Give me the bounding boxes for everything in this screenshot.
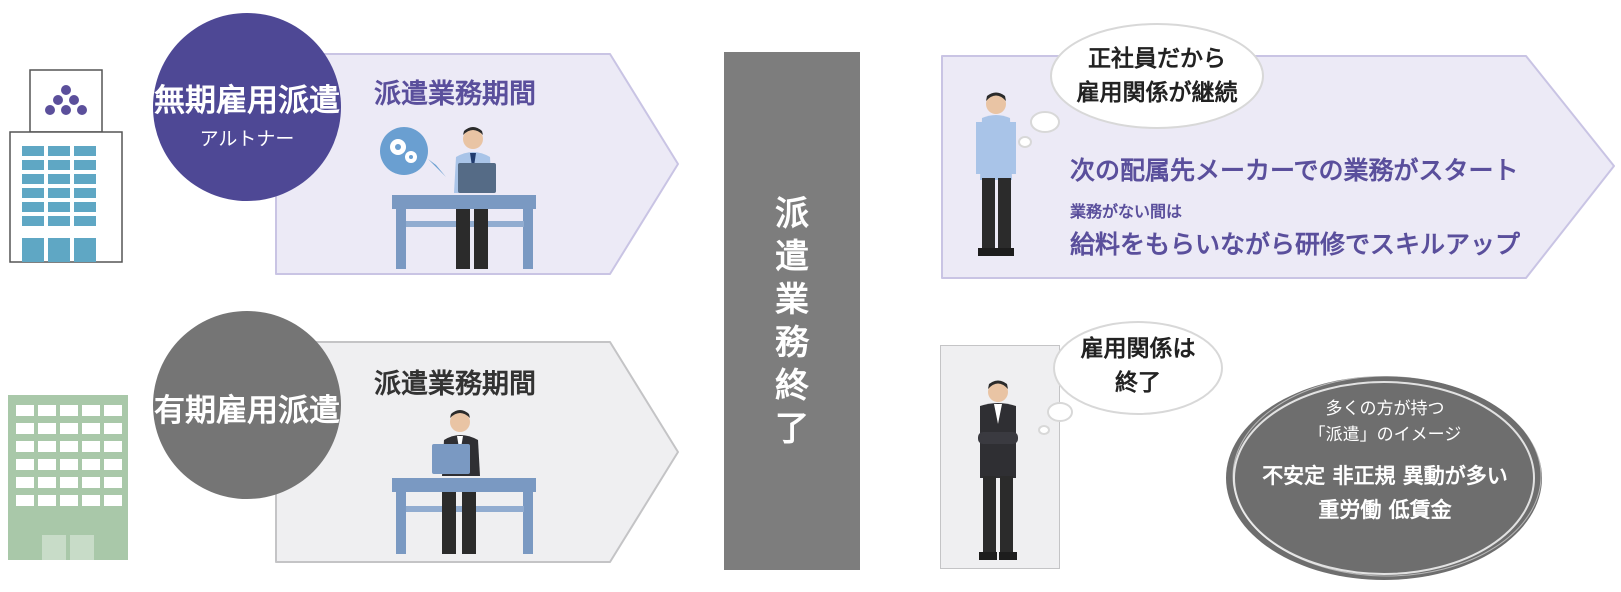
indefinite-period-label: 派遣業務期間 — [374, 79, 536, 110]
dispatch-end-char-6: 了 — [775, 409, 809, 449]
thought-bubble-continue — [1018, 23, 1264, 148]
dispatch-image-circle — [1226, 375, 1542, 580]
fixed-employment-title: 有期雇用派遣 — [154, 393, 340, 429]
worker-at-desk-illustration — [380, 127, 536, 269]
fixed-employment-circle — [153, 311, 341, 499]
next-assignment-text: 次の配属先メーカーでの業務がスタート — [1070, 156, 1519, 185]
no-work-period-text: 業務がない間は — [1070, 202, 1183, 221]
bubble-continue-line2: 雇用関係が継続 — [1076, 80, 1238, 106]
dispatch-end-bar — [724, 52, 860, 570]
indefinite-employment-title: 無期雇用派遣 — [154, 83, 340, 119]
office-building-icon — [8, 395, 128, 560]
company-building-icon — [9, 69, 123, 263]
dispatch-image-line1: 多くの方が持つ — [1325, 399, 1445, 419]
standing-man-illustration — [976, 92, 1016, 256]
indefinite-employment-circle — [153, 13, 341, 201]
dispatch-end-char-2: 遣 — [775, 237, 809, 277]
bubble-end-line1: 雇用関係は — [1080, 336, 1196, 362]
bubble-continue-line1: 正社員だから — [1088, 46, 1226, 72]
dispatch-end-char-4: 務 — [775, 323, 809, 363]
dispatch-image-line3: 不安定 非正規 異動が多い — [1262, 464, 1508, 488]
dispatch-image-line4: 重労働 低賃金 — [1318, 498, 1452, 522]
gear-icon — [380, 127, 446, 177]
company-logo-icon — [45, 85, 87, 115]
dispatch-image-line2: 「派遣」のイメージ — [1308, 425, 1462, 445]
dispatch-end-char-3: 業 — [775, 280, 809, 320]
dispatch-end-char-5: 終 — [775, 366, 809, 406]
worker-at-desk-illustration-fixed — [392, 410, 536, 554]
bubble-end-line2: 終了 — [1115, 370, 1161, 396]
paid-training-text: 給料をもらいながら研修でスキルアップ — [1070, 230, 1521, 259]
dispatch-end-char-1: 派 — [775, 194, 809, 234]
fixed-period-label: 派遣業務期間 — [374, 369, 536, 400]
company-name: アルトナー — [199, 128, 295, 150]
suited-man-illustration — [978, 380, 1018, 560]
thought-bubble-end — [1038, 321, 1223, 435]
